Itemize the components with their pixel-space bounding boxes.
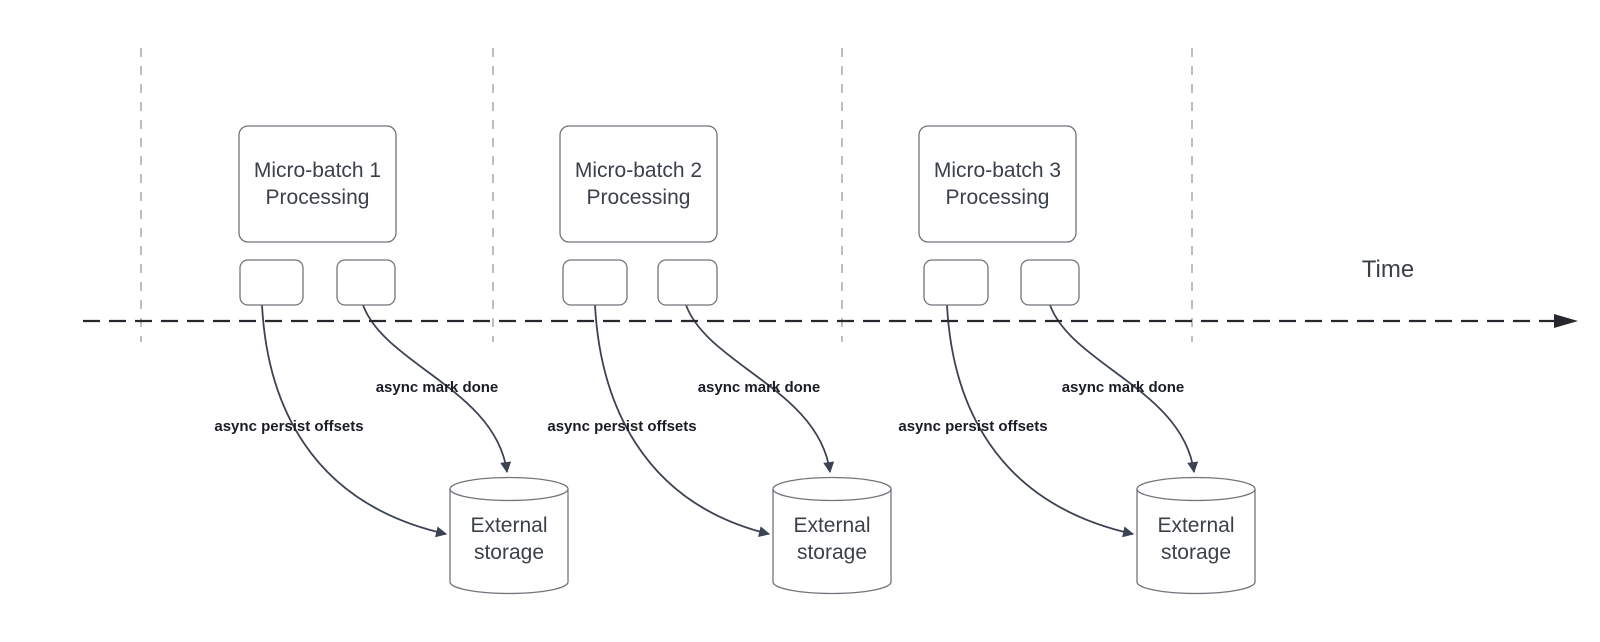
micro-batch-1-label: Micro-batch 1 Processing (239, 126, 396, 242)
mark-done-arrow-1 (362, 304, 512, 474)
persist-offsets-task-box-2 (562, 259, 628, 306)
persist-offsets-label-2: async persist offsets (547, 418, 697, 435)
micro-batch-2-subtitle: Processing (586, 186, 691, 209)
persist-offsets-arrow-2 (594, 304, 771, 538)
external-storage-label-2: External storage (793, 514, 871, 564)
micro-batch-1-title: Micro-batch 1 (253, 159, 382, 182)
mark-done-task-box-2 (657, 259, 718, 306)
micro-batch-2-label: Micro-batch 2 Processing (560, 126, 717, 242)
external-storage-cylinder-top-2 (772, 476, 892, 502)
external-storage-label-1: External storage (470, 514, 548, 564)
micro-batch-1-subtitle: Processing (265, 186, 370, 209)
external-storage-cylinder-top-1 (449, 476, 569, 502)
external-storage-cylinder-3 (1136, 489, 1256, 595)
micro-batch-3-label: Micro-batch 3 Processing (919, 126, 1076, 242)
micro-batch-3-subtitle: Processing (945, 186, 1050, 209)
persist-offsets-label-1: async persist offsets (214, 418, 364, 435)
persist-offsets-label-3: async persist offsets (898, 418, 1048, 435)
time-axis-label: Time (1361, 256, 1415, 283)
mark-done-label-2: async mark done (697, 379, 821, 396)
time-axis-arrowhead (1554, 314, 1578, 328)
mark-done-arrow-3 (1049, 304, 1199, 474)
mark-done-task-box-1 (336, 259, 396, 306)
micro-batch-3-title: Micro-batch 3 (933, 159, 1062, 182)
micro-batch-1-box (238, 125, 397, 243)
persist-offsets-arrow-1 (261, 304, 448, 538)
micro-batch-2-box (559, 125, 718, 243)
mark-done-label-3: async mark done (1061, 379, 1185, 396)
external-storage-cylinder-top-3 (1136, 476, 1256, 502)
persist-offsets-task-box-3 (923, 259, 989, 306)
external-storage-cylinder-2 (772, 489, 892, 595)
persist-offsets-arrow-3 (946, 304, 1135, 538)
external-storage-cylinder-1 (449, 489, 569, 595)
mark-done-arrow-2 (685, 304, 835, 474)
mark-done-task-box-3 (1020, 259, 1080, 306)
external-storage-label-3: External storage (1157, 514, 1235, 564)
micro-batch-3-box (918, 125, 1077, 243)
persist-offsets-task-box-1 (239, 259, 304, 306)
micro-batch-2-title: Micro-batch 2 (574, 159, 703, 182)
mark-done-label-1: async mark done (375, 379, 499, 396)
